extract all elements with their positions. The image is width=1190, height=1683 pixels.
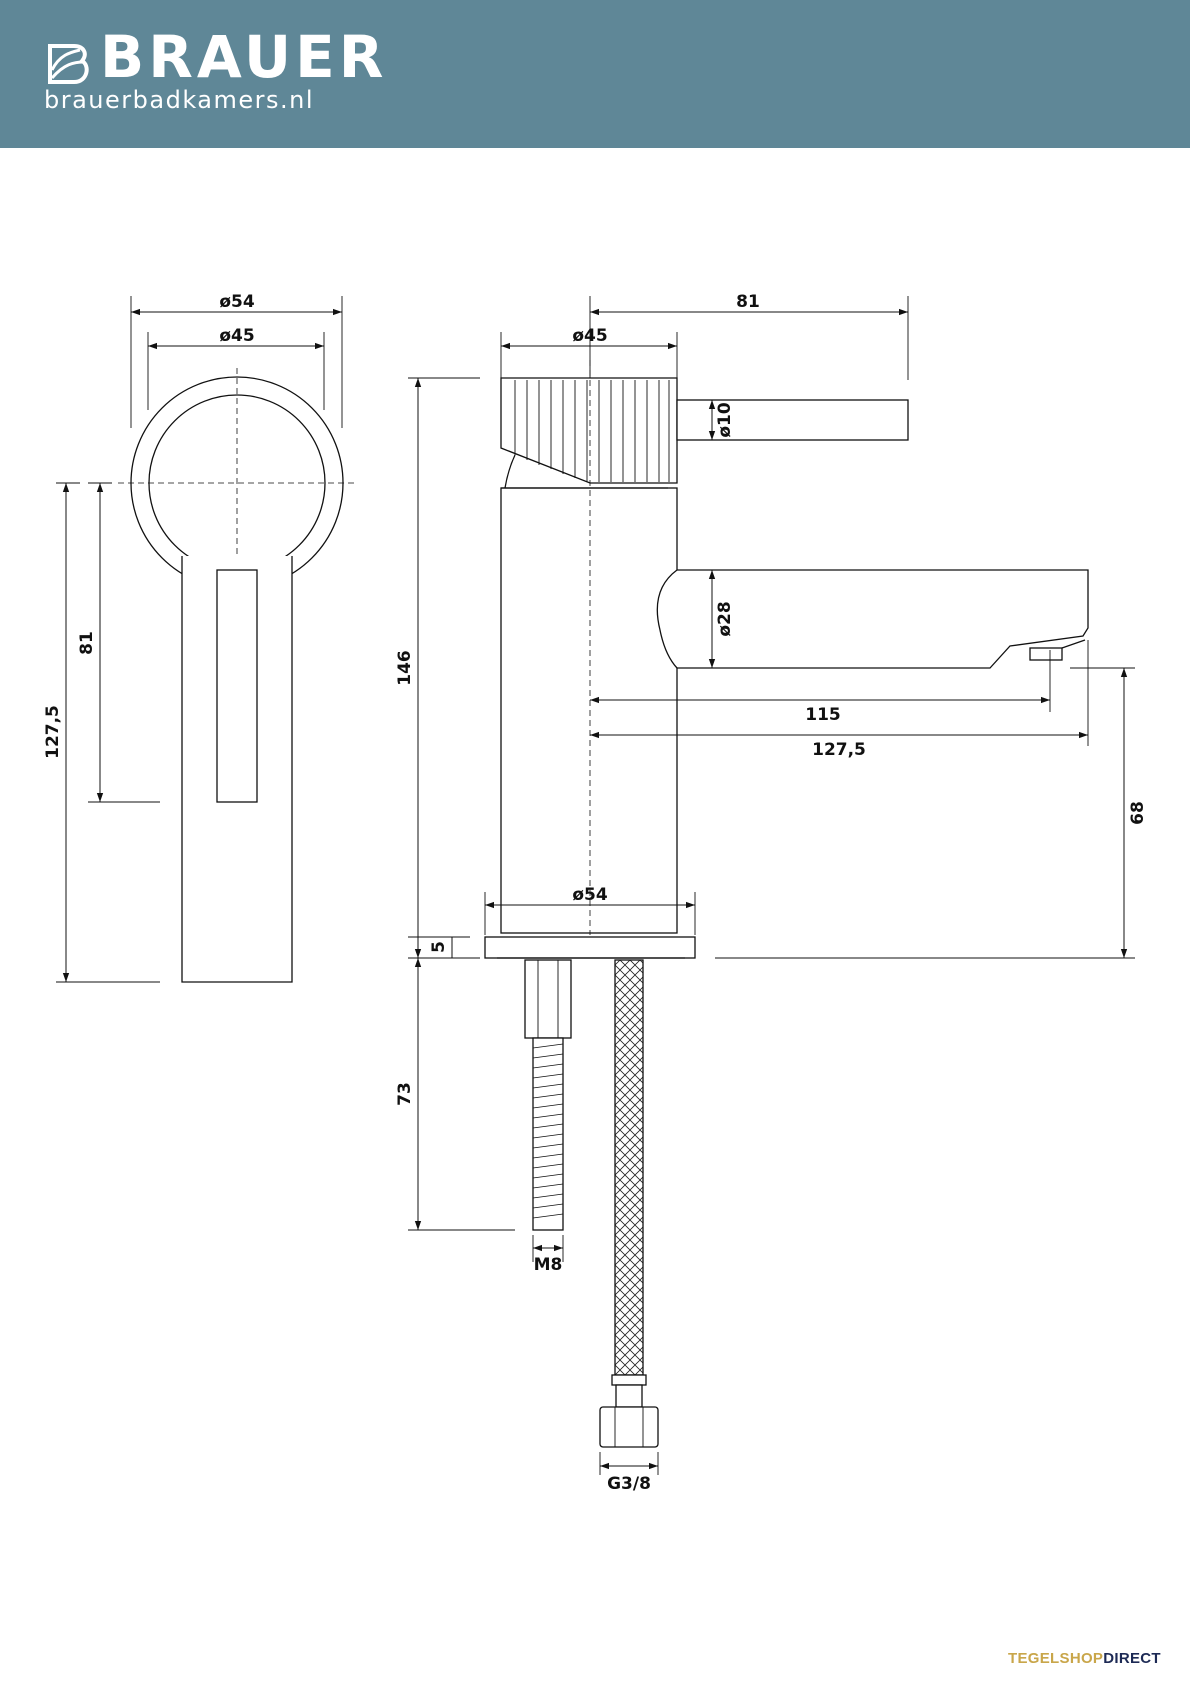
side-view-dimensions [414,308,1128,1470]
top-total-length-label: 127,5 [43,705,63,759]
brand-url: brauerbadkamers.nl [44,86,315,114]
spout-reach-total-label: 127,5 [812,740,866,760]
top-view-dimensions [62,308,342,982]
lever-diameter-label: ø10 [715,402,735,438]
top-handle-length-label: 81 [77,631,97,655]
side-view [484,360,1089,1448]
footer-brand: TEGELSHOPDIRECT [1008,1650,1161,1667]
handle-reach-label: 81 [736,292,760,312]
connection-label: G3/8 [607,1474,651,1494]
spout-diameter-label: ø28 [715,601,735,636]
base-thickness-label: 5 [429,941,449,953]
thread-label: M8 [534,1255,563,1275]
total-height-label: 146 [395,650,415,686]
header-banner: BRAUER brauerbadkamers.nl [0,0,1190,148]
footer-brand-part3: DIRECT [1103,1650,1161,1667]
rod-length-label: 73 [395,1082,415,1106]
brauer-logo-icon [48,44,89,84]
top-outer-diameter-label: ø54 [219,292,255,312]
footer-brand-part2: SHOP [1059,1650,1104,1667]
top-inner-diameter-label: ø45 [219,326,254,346]
top-diameter-label: ø45 [572,326,607,346]
top-view [56,296,356,983]
base-diameter-label: ø54 [572,885,608,905]
brand-name: BRAUER [100,23,388,91]
spout-height-label: 68 [1128,801,1148,825]
spout-reach-outlet-label: 115 [805,705,841,725]
footer-brand-part1: TEGEL [1008,1650,1060,1667]
